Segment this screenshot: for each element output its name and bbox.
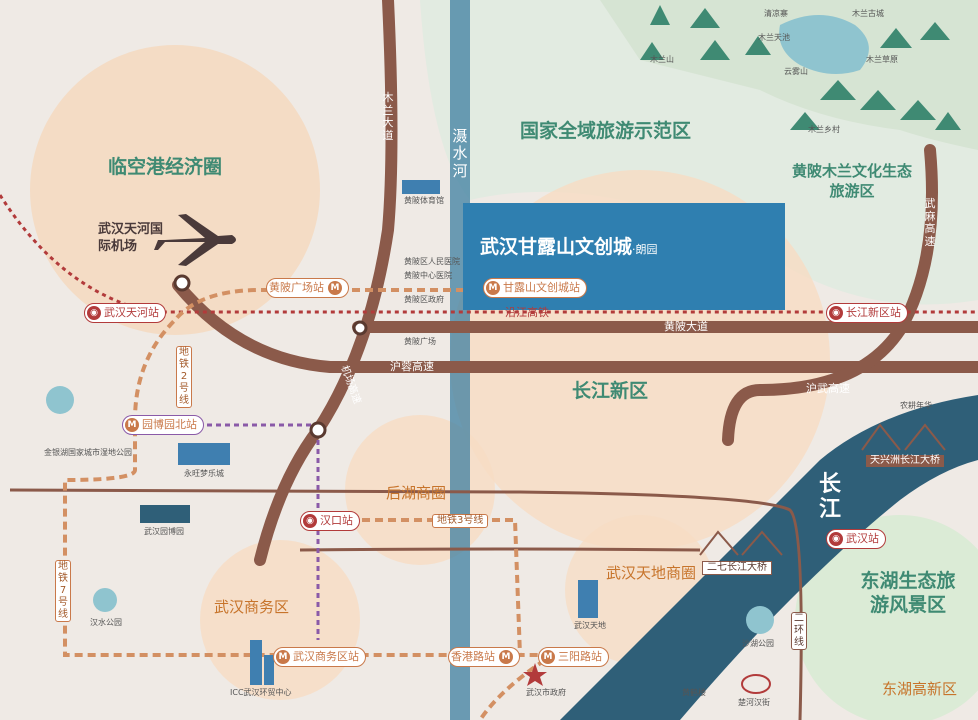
gov-star-icon [523,663,547,686]
poi-huangpi-stadium: 黄陂体育馆 [404,196,444,205]
garden-expo-icon [140,505,190,523]
metro-icon: M [541,650,555,664]
road-huwu: 沪武高速 [806,382,850,395]
poi-hanshui-park: 汉水公园 [90,618,122,627]
poi-yongwang: 永旺梦乐城 [184,469,224,478]
metro3-tag: 地铁3号线 [432,514,489,528]
mulan-lake [779,15,869,74]
poi-garden-expo: 武汉园博园 [144,527,184,536]
poi-chuhe-hanjie: 楚河汉街 [738,698,770,707]
area-huangpi-mulan: 黄陂木兰文化生态旅游区 [792,162,913,200]
poi-jinyinhu: 金银湖国家城市湿地公园 [44,448,132,457]
area-tiandi: 武汉天地商圈 [606,564,697,582]
area-linkonggang: 临空港经济圈 [108,156,223,178]
yellow-crane-icon [680,650,704,684]
poi-icc: ICC武汉环贸中心 [230,688,292,697]
area-houhu: 后湖商圈 [386,484,447,502]
area-donghu: 东湖生态旅游风景区 [860,570,956,616]
metro-icon: M [328,281,342,295]
wuma-road [722,144,938,446]
poi-qingliangzhai: 清凉寨 [764,9,788,18]
road-wuma: 武麻高速 [924,197,936,248]
bridge-tianxingzhou: 天兴洲长江大桥 [866,455,944,467]
poi-mulan-qiancun: 木兰乡村 [808,125,840,134]
rail-icon: ◉ [87,306,101,320]
poi-shahu-park: 沙湖公园 [742,639,774,648]
mulan-ave-road [312,0,398,436]
metro-icon: M [125,418,139,432]
poi-huangpi-hospital: 黄陂区人民医院 [404,257,460,266]
yangtze-river [560,395,978,720]
ring-roads [9,488,803,720]
road-huangpi-ave: 黄陂大道 [664,320,708,333]
area-demo-zone: 国家全域旅游示范区 [520,120,692,142]
station-changjiang-new[interactable]: ◉长江新区站 [826,303,908,323]
bridge-erqi: 二七长江大桥 [702,561,772,575]
cbd-zone [200,540,360,700]
rail-icon: ◉ [829,306,843,320]
project-name: 武汉甘露山文创城·朗园 [480,236,658,258]
area-wuhan-cbd: 武汉商务区 [214,598,290,616]
ring2-tag: 二环线 [791,612,807,650]
area-donghu-hitech: 东湖高新区 [882,680,958,698]
rail-icon: ◉ [829,532,843,546]
buildings [178,180,598,685]
metro-icon: M [499,650,513,664]
road-mulan-ave: 木兰大道 [382,91,394,142]
bridges [699,423,946,556]
trees [640,5,961,130]
airplane-icon [154,214,236,266]
poi-mulan-mountain: 木兰山 [650,55,674,64]
poi-huangpi-square: 黄陂广场 [404,337,436,346]
roads [172,0,978,566]
mulan-ave-south [254,424,324,566]
hurong-road [172,279,978,373]
chuhe-icon [741,674,771,694]
poi-yellow-crane: 黄鹤楼 [682,688,706,697]
yanjiang-rail-label: 沿江高铁 [505,306,549,319]
poi-wuhan-gov: 武汉市政府 [526,688,566,697]
linkonggang-zone [30,45,320,335]
metro-icon: M [276,650,290,664]
poi-farmers-paradise: 农耕年华 [900,401,932,410]
poi-mulan-ancient-city: 木兰古城 [852,9,884,18]
poi-mulan-grassland: 木兰草原 [866,55,898,64]
station-tianhe[interactable]: ◉武汉天河站 [84,303,166,323]
area-changjiang-new: 长江新区 [572,380,649,402]
road-hurong: 沪蓉高速 [390,360,434,373]
poi-huangpi-gov: 黄陂区政府 [404,295,444,304]
poi-mulan-tianchi: 木兰天池 [758,33,790,42]
rail-icon: ◉ [303,514,317,528]
road-shui-river: 滠水河 [452,127,468,180]
metro-icon: M [486,281,500,295]
mountain-region [600,0,978,150]
metro7-tag: 地铁7号线 [55,560,71,622]
station-hankou[interactable]: ◉汉口站 [300,511,360,531]
metro-lines [63,288,620,720]
shui-river [450,0,470,720]
metro2-tag: 地铁2号线 [176,346,192,408]
station-wuhan[interactable]: ◉武汉站 [826,529,886,549]
donghu-zone [795,515,978,720]
airport-label: 武汉天河国际机场 [98,222,164,254]
poi-tiandi: 武汉天地 [574,621,606,630]
poi-huangpi-center-hospital: 黄陂中心医院 [404,271,452,280]
yangtze-label: 长江 [818,472,841,523]
poi-yunwu-mountain: 云雾山 [784,67,808,76]
